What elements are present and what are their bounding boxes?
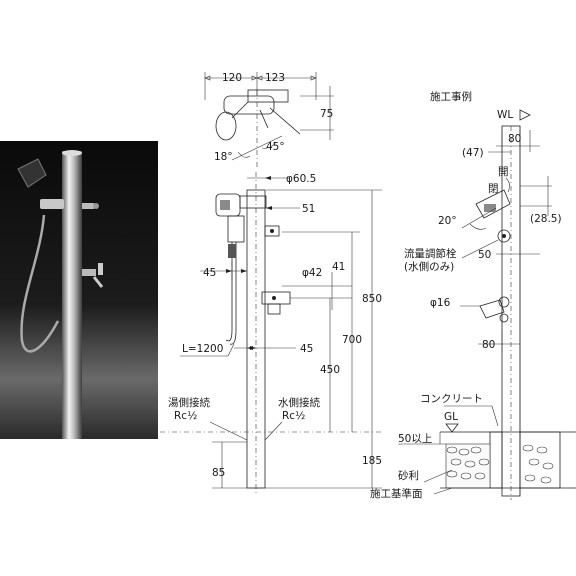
dim-28-5: (28.5) [530, 213, 562, 225]
open-label: 開 [498, 166, 509, 178]
dim-85: 85 [212, 467, 225, 479]
angle-18: 18° [214, 151, 233, 163]
dim-123: 123 [265, 72, 285, 84]
product-photo-svg [0, 141, 158, 439]
dim-850: 850 [362, 293, 382, 305]
gravel-label: 砂利 [398, 469, 419, 482]
dim-80-top: 80 [508, 133, 521, 145]
dim-phi60-5: φ60.5 [286, 173, 316, 185]
valve-label: 流量調節栓 [404, 247, 457, 260]
front-elevation: φ60.5 51 45 φ42 41 L=1200 [160, 172, 384, 496]
valve-note: (水側のみ) [404, 260, 454, 273]
gravel-pattern [445, 443, 554, 489]
dim-80-bottom: 80 [482, 339, 495, 351]
dim-45-bottom: 45 [300, 343, 313, 355]
dim-51: 51 [302, 203, 315, 215]
top-plan-view: 120 123 75 18° 45° [204, 72, 334, 168]
dim-50-mid: 50 [478, 249, 491, 261]
angle-45: 45° [266, 141, 285, 153]
dim-700: 700 [342, 334, 362, 346]
dim-185: 185 [362, 455, 382, 467]
dim-450: 450 [320, 364, 340, 376]
concrete-label: コンクリート [420, 393, 483, 405]
installation-example: 施工事例 WL 80 (47) 開 閉 (28.5) 20° 流量調節栓 (水側… [370, 90, 576, 500]
cold-thread-label: Rc½ [282, 410, 305, 422]
installation-title: 施工事例 [430, 90, 472, 103]
dim-47: (47) [462, 147, 484, 159]
hot-connection-label: 湯側接続 [168, 396, 210, 409]
product-photo [0, 141, 158, 439]
hose-length: L=1200 [182, 343, 223, 355]
dim-phi42: φ42 [302, 267, 322, 279]
hot-thread-label: Rc½ [174, 410, 197, 422]
gl-label: GL [444, 411, 458, 423]
wl-label: WL [497, 109, 513, 121]
dim-45-top: 45 [203, 267, 216, 279]
pole-shape [62, 151, 82, 439]
depth-label: 50以上 [398, 433, 432, 445]
dim-phi16: φ16 [430, 297, 451, 309]
base-surface-label: 施工基準面 [370, 487, 423, 500]
cold-connection-label: 水側接続 [278, 396, 320, 409]
close-label: 閉 [488, 183, 499, 195]
dim-41: 41 [332, 261, 345, 273]
dim-75: 75 [320, 108, 333, 120]
dim-120: 120 [222, 72, 242, 84]
angle-20: 20° [438, 215, 457, 227]
